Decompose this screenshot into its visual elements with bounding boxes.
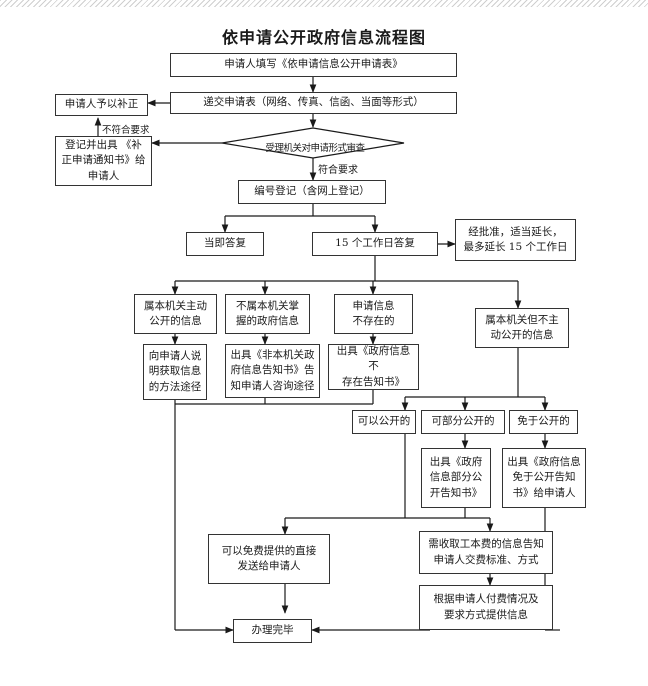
correct-box: 申请人予以补正 xyxy=(55,94,148,116)
exempt-box: 免于公开的 xyxy=(509,410,578,434)
exempt-notice-box: 出具《政府信息 免于公开告知 书》给申请人 xyxy=(502,448,586,508)
extend-box: 经批准，适当延长， 最多延长 15 个工作日 xyxy=(455,219,576,261)
edge-label-not-compliant: 不符合要求 xyxy=(102,125,150,136)
nonexistent-notice-box: 出具《政府信息不 存在告知书》 xyxy=(328,344,419,390)
payment-provide-box: 根据申请人付费情况及 要求方式提供信息 xyxy=(419,585,553,630)
not-belong-box: 不属本机关掌 握的政府信息 xyxy=(225,294,310,334)
done-box: 办理完毕 xyxy=(233,619,312,643)
submit-box: 递交申请表（网络、传真、信函、当面等形式） xyxy=(170,92,457,114)
edge-label-compliant: 符合要求 xyxy=(318,165,358,176)
immediate-reply-box: 当即答复 xyxy=(186,232,264,256)
tell-method-box: 向申请人说 明获取信息 的方法途径 xyxy=(143,344,207,400)
review-diamond-label: 受理机关对申请形式审查 xyxy=(265,143,365,154)
page-title: 依申请公开政府信息流程图 xyxy=(221,28,426,47)
belong-public-box: 属本机关主动 公开的信息 xyxy=(134,294,217,334)
belong-not-public-box: 属本机关但不主 动公开的信息 xyxy=(475,308,569,348)
register-box: 编号登记（含网上登记） xyxy=(238,180,386,204)
partial-notice-box: 出具《政府 信息部分公 开告知书》 xyxy=(421,448,491,508)
top-hatched-border xyxy=(0,0,648,7)
reply-15-days-box: 15 个工作日答复 xyxy=(312,232,438,256)
fee-notice-box: 需收取工本费的信息告知 申请人交费标准、方式 xyxy=(419,531,553,574)
not-exist-box: 申请信息 不存在的 xyxy=(334,294,413,334)
fill-form-box: 申请人填写《依申请信息公开申请表》 xyxy=(170,53,457,77)
non-agency-notice-box: 出具《非本机关政 府信息告知书》告 知申请人咨询途径 xyxy=(225,344,320,398)
free-send-box: 可以免费提供的直接 发送给申请人 xyxy=(208,534,330,584)
partial-public-box: 可部分公开的 xyxy=(421,410,505,434)
review-diamond xyxy=(221,127,405,159)
can-public-box: 可以公开的 xyxy=(352,410,416,434)
issue-notice-box: 登记并出具 《补 正申请通知书》给 申请人 xyxy=(55,136,152,186)
